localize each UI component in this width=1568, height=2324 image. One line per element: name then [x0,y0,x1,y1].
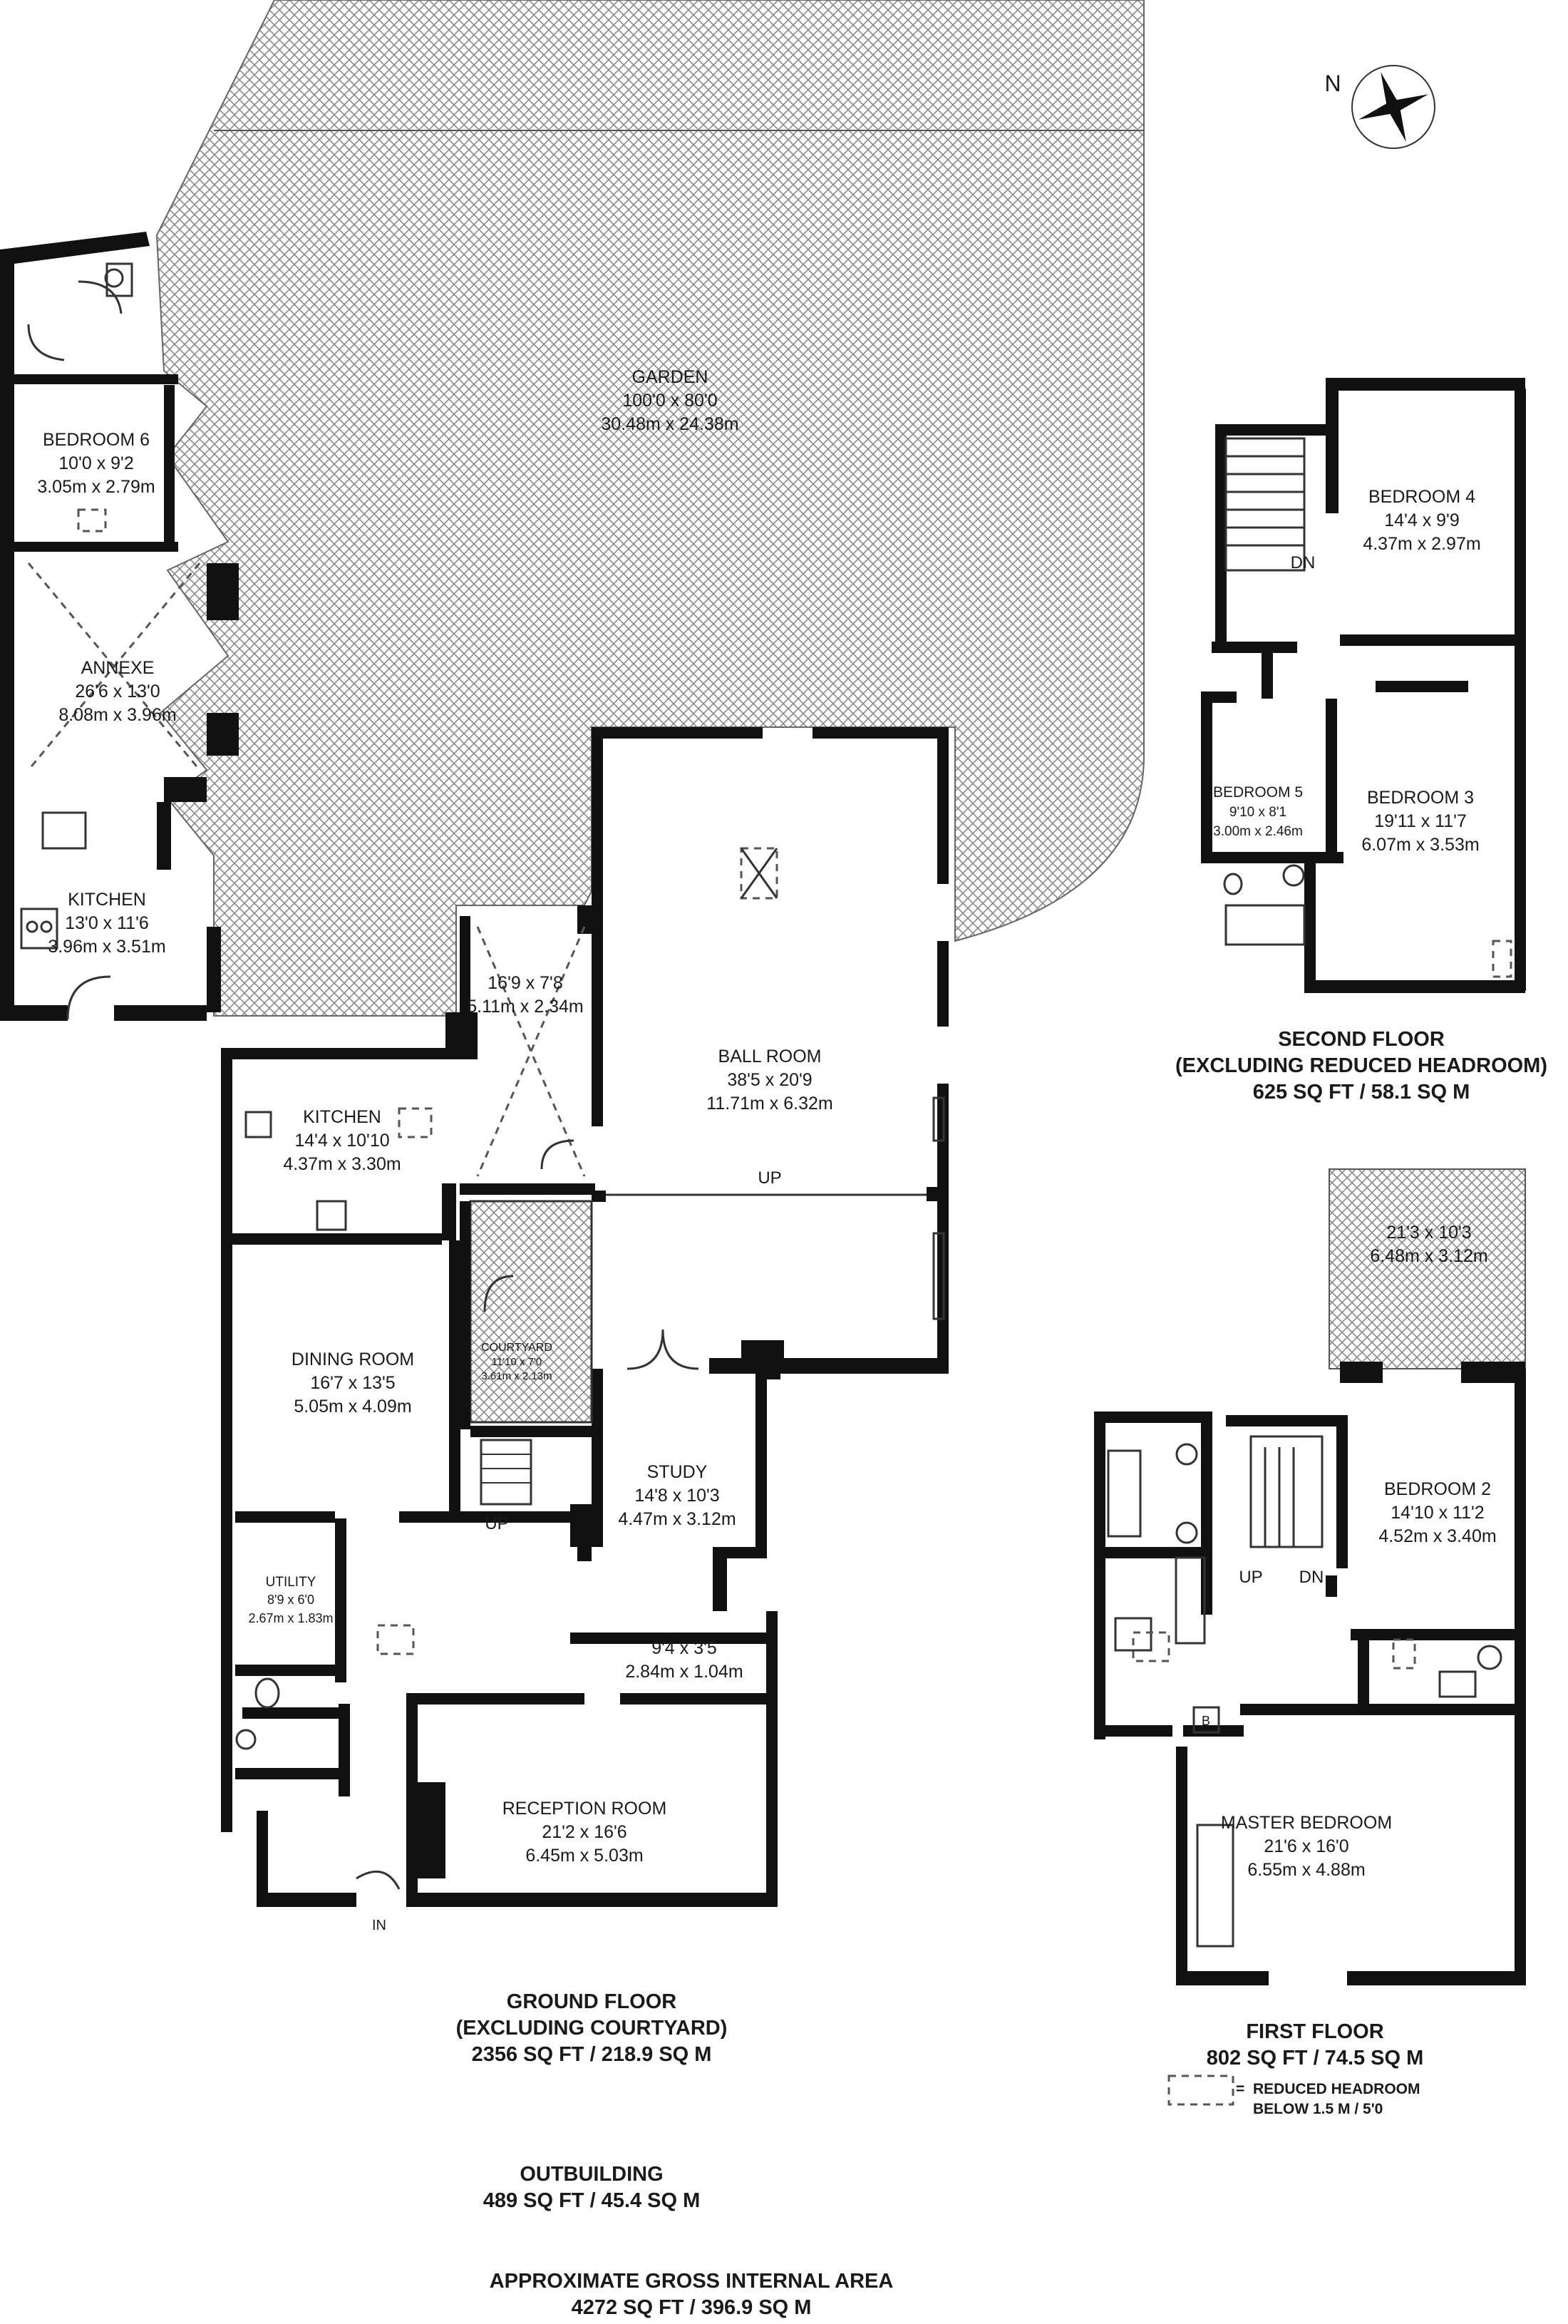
bedroom6-name: BEDROOM 6 [43,430,150,450]
reception-metric: 6.45m x 5.03m [525,1846,643,1866]
bedroom6-metric: 3.05m x 2.79m [37,477,155,497]
annexe-imperial: 26'6 x 13'0 [75,682,160,701]
ground-floor-summary: GROUND FLOOR (EXCLUDING COURTYARD) 2356 … [399,1989,784,2068]
bedroom3-metric: 6.07m x 3.53m [1361,835,1479,855]
annexe-metric: 8.08m x 3.96m [58,705,176,725]
dining-name: DINING ROOM [292,1349,414,1369]
legend-marker: = [1236,2081,1245,2097]
master-name: MASTER BEDROOM [1221,1813,1392,1833]
bedroom3-name: BEDROOM 3 [1367,788,1474,808]
bedroom2-imperial: 14'10 x 11'2 [1391,1503,1484,1523]
bedroom2-metric: 4.52m x 3.40m [1378,1526,1496,1546]
annexe-name: ANNEXE [81,658,155,678]
reception-imperial: 21'2 x 16'6 [542,1822,626,1842]
annexe-kitchen-imperial: 13'0 x 11'6 [65,913,149,933]
first-floor [1094,1168,1526,1985]
garden-area [155,0,1145,1017]
ground-floor-title: GROUND FLOOR [506,1990,677,2013]
courtyard-area [469,1200,593,1424]
legend-line2: BELOW 1.5 M / 5'0 [1253,2101,1383,2117]
annexe-kitchen-metric: 3.96m x 3.51m [48,937,165,957]
study-name: STUDY [647,1462,708,1482]
terrace-metric: 6.48m x 3.12m [1370,1246,1487,1266]
second-floor-area: 625 SQ FT / 58.1 SQ M [1252,1081,1470,1104]
store-metric: 2.84m x 1.04m [625,1662,743,1682]
utility-metric: 2.67m x 1.83m [248,1611,333,1625]
conservatory-imperial: 16'9 x 7'8 [488,973,562,993]
dining-metric: 5.05m x 4.09m [294,1397,411,1416]
courtyard-name: COURTYARD [481,1342,552,1354]
master-imperial: 21'6 x 16'0 [1264,1836,1348,1856]
bedroom6-imperial: 10'0 x 9'2 [58,453,133,473]
utility-name: UTILITY [266,1575,316,1590]
first-floor-area: 802 SQ FT / 74.5 SQ M [1206,2047,1424,2070]
study-imperial: 14'8 x 10'3 [634,1486,719,1506]
terrace-imperial: 21'3 x 10'3 [1386,1223,1471,1243]
bedroom4-metric: 4.37m x 2.97m [1363,534,1480,554]
garden-imperial: 100'0 x 80'0 [622,391,717,411]
bedroom5-name: BEDROOM 5 [1213,784,1303,801]
first-floor-dn-tag: DN [1299,1568,1324,1587]
ballroom-up-tag: UP [758,1168,781,1188]
second-floor-dn-tag: DN [1291,553,1316,572]
first-floor-title: FIRST FLOOR [1246,2020,1384,2043]
kitchen-metric: 4.37m x 3.30m [283,1154,401,1174]
reception-name: RECEPTION ROOM [502,1799,667,1819]
kitchen-imperial: 14'4 x 10'10 [294,1131,389,1151]
master-metric: 6.55m x 4.88m [1247,1860,1365,1880]
bedroom4-name: BEDROOM 4 [1368,487,1475,507]
study-metric: 4.47m x 3.12m [618,1509,736,1529]
garden-name: GARDEN [632,367,708,387]
total-area-value: 4272 SQ FT / 396.9 SQ M [571,2296,812,2319]
bedroom2-name: BEDROOM 2 [1384,1479,1491,1499]
terrace-area [1329,1168,1526,1369]
dining-imperial: 16'7 x 13'5 [310,1373,395,1393]
ground-floor-note: (EXCLUDING COURTYARD) [455,2017,728,2040]
compass-north-label: N [1324,71,1341,96]
total-area-summary: APPROXIMATE GROSS INTERNAL AREA 4272 SQ … [442,2268,941,2321]
legend-box [1167,2074,1234,2106]
first-floor-up-tag: UP [1239,1568,1262,1587]
total-area-title: APPROXIMATE GROSS INTERNAL AREA [489,2270,894,2293]
courtyard-imperial: 11'10 x 7'0 [492,1356,542,1368]
garden-metric: 30.48m x 24.38m [601,414,738,434]
ballroom-imperial: 38'5 x 20'9 [727,1070,812,1090]
second-floor-summary: SECOND FLOOR (EXCLUDING REDUCED HEADROOM… [1155,1027,1568,1106]
bedroom5-metric: 3.00m x 2.46m [1213,824,1303,839]
conservatory-metric: 5.11m x 2.34m [467,997,584,1017]
second-floor-note: (EXCLUDING REDUCED HEADROOM) [1175,1054,1547,1077]
courtyard-metric: 3.61m x 2.13m [481,1370,552,1382]
outbuilding-summary: OUTBUILDING 489 SQ FT / 45.4 SQ M [399,2161,784,2214]
outbuilding-title: OUTBUILDING [520,2163,664,2186]
bedroom4-imperial: 14'4 x 9'9 [1384,510,1459,530]
first-floor-summary: FIRST FLOOR 802 SQ FT / 74.5 SQ M [1155,2019,1475,2072]
compass-rose [1351,65,1435,149]
ground-floor-area: 2356 SQ FT / 218.9 SQ M [471,2043,712,2066]
bedroom5-imperial: 9'10 x 8'1 [1229,805,1286,820]
outbuilding [0,232,239,1021]
ballroom-name: BALL ROOM [718,1047,822,1066]
bedroom3-imperial: 19'11 x 11'7 [1374,811,1467,831]
stairs-up-tag: UP [485,1514,508,1533]
ballroom-metric: 11.71m x 6.32m [706,1094,832,1114]
legend-line1: REDUCED HEADROOM [1253,2081,1420,2097]
entrance-in-tag: IN [372,1918,386,1933]
outbuilding-area: 489 SQ FT / 45.4 SQ M [483,2189,701,2212]
ground-floor [221,727,949,1907]
second-floor-title: SECOND FLOOR [1278,1028,1445,1051]
annexe-kitchen-name: KITCHEN [68,890,146,910]
utility-imperial: 8'9 x 6'0 [267,1593,314,1607]
kitchen-name: KITCHEN [303,1107,381,1127]
second-floor [1201,378,1526,993]
store-imperial: 9'4 x 3'5 [651,1638,717,1658]
boiler-tag: B [1202,1714,1210,1728]
